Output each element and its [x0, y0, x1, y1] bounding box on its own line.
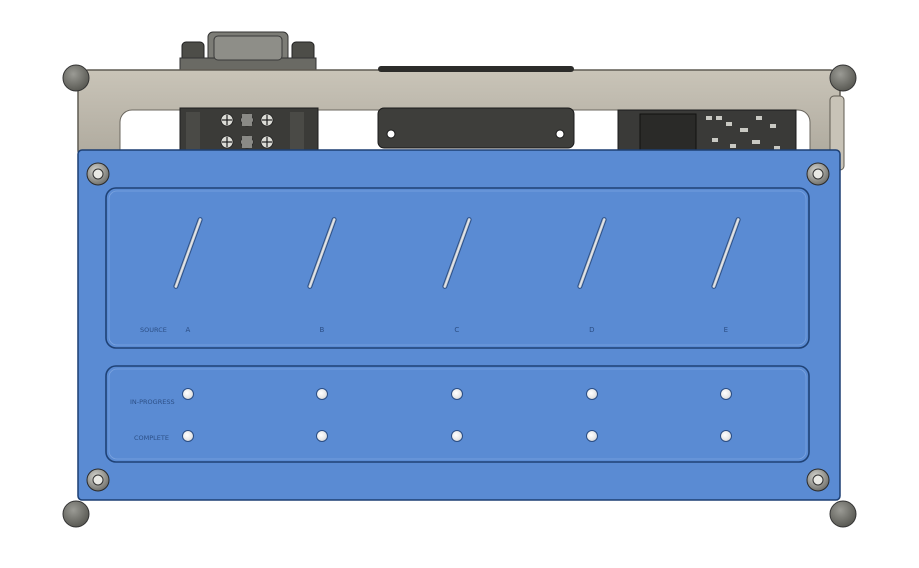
channel-label-b: B: [319, 326, 325, 334]
led-in-progress-a: [182, 388, 194, 400]
led-complete-b: [316, 430, 328, 442]
front-panel: [77, 149, 841, 501]
led-in-progress-b: [316, 388, 328, 400]
channel-label-e: E: [723, 326, 729, 334]
channel-label-a: A: [185, 326, 191, 334]
led-in-progress-e: [720, 388, 732, 400]
source-row-label: SOURCE: [140, 326, 167, 334]
led-complete-d: [586, 430, 598, 442]
led-complete-a: [182, 430, 194, 442]
channel-label-d: D: [589, 326, 595, 334]
led-in-progress-d: [586, 388, 598, 400]
db-connector: [179, 31, 317, 73]
in-progress-row-label: IN-PROGRESS: [130, 398, 175, 406]
led-complete-c: [451, 430, 463, 442]
complete-row-label: COMPLETE: [134, 434, 169, 442]
corner-bolts: [62, 64, 857, 528]
channel-label-c: C: [454, 326, 460, 334]
led-complete-e: [720, 430, 732, 442]
panel-screws: [86, 162, 830, 492]
led-in-progress-c: [451, 388, 463, 400]
